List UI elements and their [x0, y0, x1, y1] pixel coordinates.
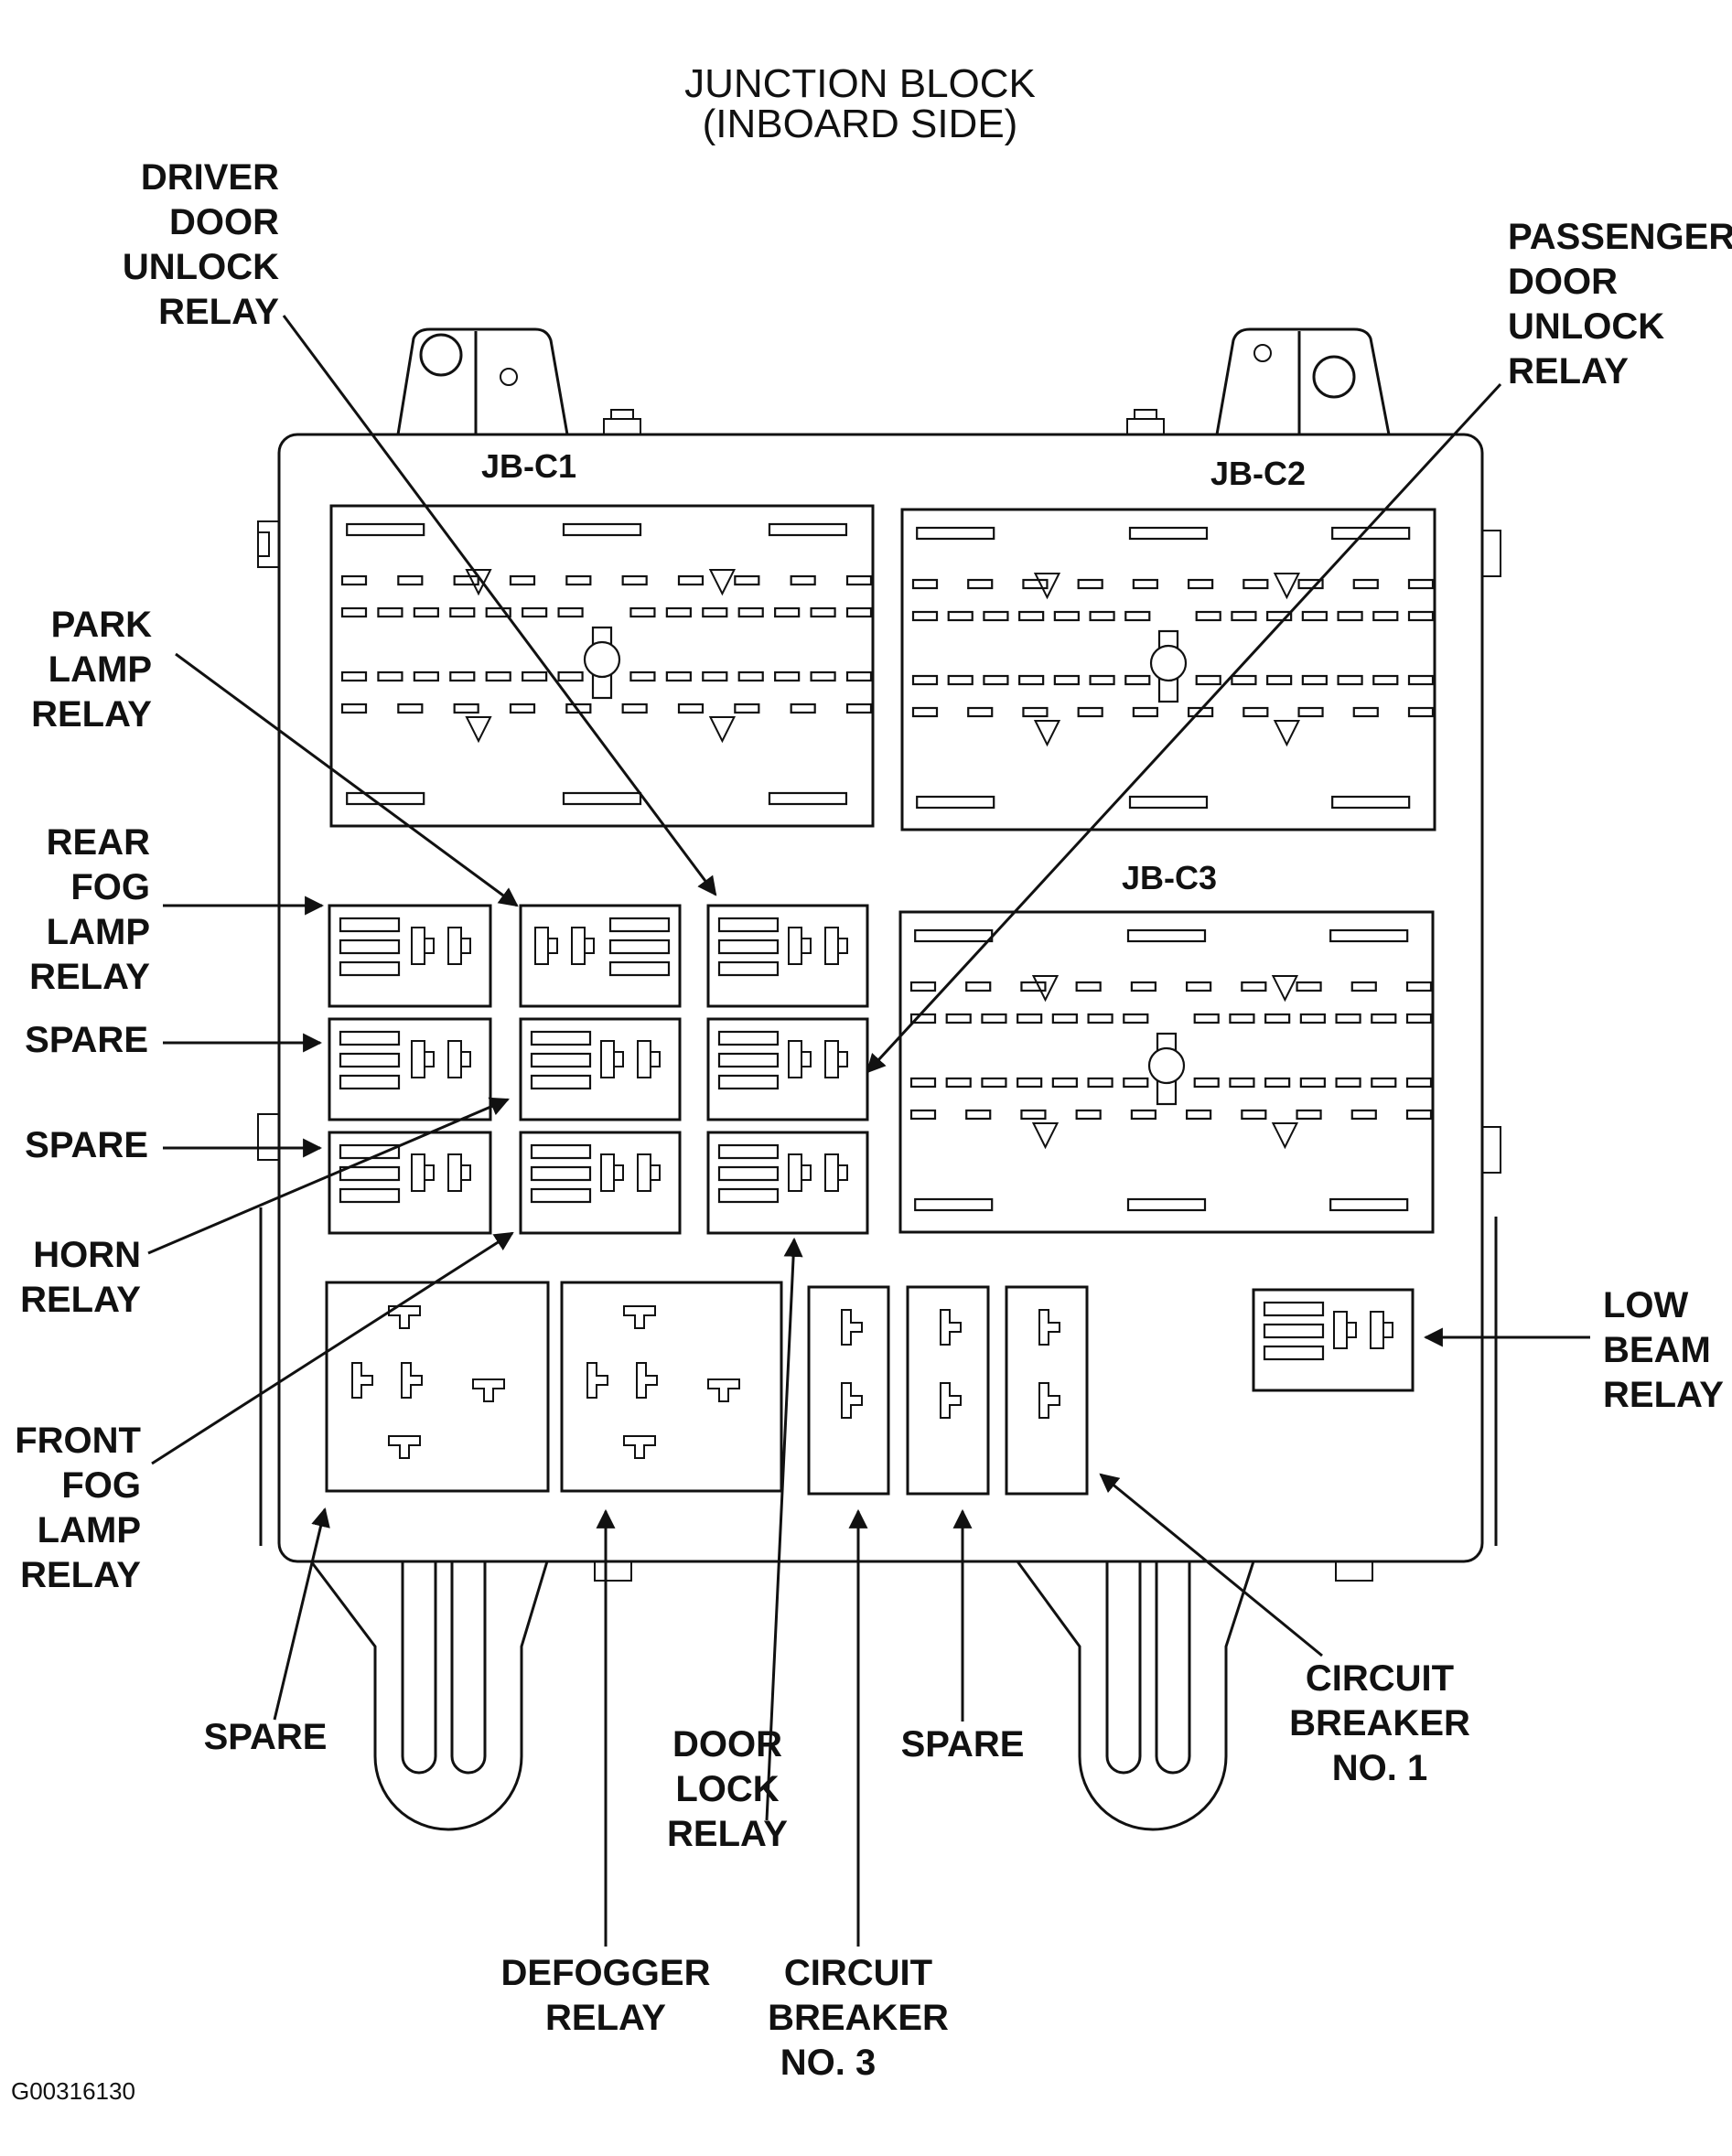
svg-text:RELAY: RELAY — [20, 1280, 141, 1320]
arrow-circuit-breaker-1 — [1099, 1473, 1323, 1657]
arrow-spare-bottom-left — [273, 1507, 330, 1721]
svg-text:CIRCUIT: CIRCUIT — [1306, 1658, 1454, 1699]
svg-text:BREAKER: BREAKER — [1289, 1703, 1470, 1743]
svg-text:LAMP: LAMP — [38, 1510, 141, 1550]
svg-text:FOG: FOG — [70, 867, 150, 907]
relay-rear-fog-lamp — [328, 904, 492, 1008]
spare-breaker-socket — [906, 1285, 990, 1496]
svg-text:CIRCUIT: CIRCUIT — [784, 1953, 932, 1993]
relay-front-fog-lamp — [519, 1131, 682, 1235]
svg-text:NO. 3: NO. 3 — [780, 2043, 876, 2083]
svg-text:REAR: REAR — [47, 822, 150, 863]
callout-rear-fog-lamp-relay: REAR FOG LAMP RELAY — [29, 822, 150, 997]
svg-text:RELAY: RELAY — [31, 694, 152, 735]
figure-id: G00316130 — [11, 2077, 135, 2105]
svg-text:RELAY: RELAY — [1603, 1375, 1724, 1415]
relay-sockets — [328, 904, 1415, 1392]
callout-front-fog-lamp-relay: FRONT FOG LAMP RELAY — [15, 1421, 141, 1595]
large-relay-terminals — [351, 1305, 740, 1459]
callout-circuit-breaker-3: CIRCUIT BREAKER NO. 3 — [768, 1953, 949, 2083]
svg-text:RELAY: RELAY — [29, 957, 150, 997]
svg-text:DOOR: DOOR — [1508, 262, 1618, 302]
bottom-mounting-legs — [309, 1561, 1373, 1831]
callout-spare-lower: SPARE — [25, 1125, 148, 1165]
svg-text:UNLOCK: UNLOCK — [1508, 306, 1664, 347]
callout-spare-bottom-left: SPARE — [204, 1717, 328, 1757]
connector-jb-c1 — [329, 504, 875, 828]
svg-text:PASSENGER: PASSENGER — [1508, 217, 1732, 257]
connector-label-jb-c1: JB-C1 — [481, 447, 576, 485]
diagram-title-line-2: (INBOARD SIDE) — [703, 102, 1018, 146]
callout-driver-door-unlock-relay: DRIVER DOOR UNLOCK RELAY — [123, 157, 279, 332]
relay-spare-upper — [328, 1017, 492, 1121]
connector-jb-c2 — [900, 508, 1436, 831]
svg-text:DOOR: DOOR — [672, 1724, 782, 1764]
svg-text:FOG: FOG — [61, 1465, 141, 1506]
callout-defogger-relay: DEFOGGER RELAY — [501, 1953, 711, 2038]
relay-door-lock — [706, 1131, 869, 1235]
side-clips — [257, 520, 1501, 1546]
relay-spare-lower — [328, 1131, 492, 1235]
relay-park-lamp — [519, 904, 682, 1008]
connector-label-jb-c2: JB-C2 — [1210, 455, 1306, 492]
relay-passenger-door-unlock — [706, 1017, 869, 1121]
callout-spare-upper: SPARE — [25, 1020, 148, 1060]
svg-text:RELAY: RELAY — [667, 1814, 788, 1854]
diagram-title-line-1: JUNCTION BLOCK — [684, 61, 1036, 106]
svg-text:FRONT: FRONT — [15, 1421, 141, 1461]
svg-text:LAMP: LAMP — [48, 649, 152, 690]
large-relay-spare — [325, 1281, 550, 1493]
large-relay-defogger — [560, 1281, 783, 1493]
relay-driver-door-unlock — [706, 904, 869, 1008]
callout-door-lock-relay: DOOR LOCK RELAY — [667, 1724, 788, 1854]
callout-circuit-breaker-1: CIRCUIT BREAKER NO. 1 — [1289, 1658, 1470, 1788]
callout-passenger-door-unlock-relay: PASSENGER DOOR UNLOCK RELAY — [1508, 217, 1732, 392]
svg-text:LAMP: LAMP — [47, 912, 150, 952]
callout-horn-relay: HORN RELAY — [20, 1235, 141, 1320]
callout-low-beam-relay: LOW BEAM RELAY — [1603, 1285, 1724, 1415]
svg-text:NO. 1: NO. 1 — [1332, 1748, 1427, 1788]
svg-text:DOOR: DOOR — [169, 202, 279, 242]
arrow-driver-door-unlock — [282, 315, 717, 896]
circuit-breaker-1-socket — [1005, 1285, 1089, 1496]
top-mounting-tabs — [396, 327, 1391, 437]
svg-text:PARK: PARK — [51, 605, 152, 645]
relay-horn — [519, 1017, 682, 1121]
svg-text:RELAY: RELAY — [158, 292, 279, 332]
svg-text:RELAY: RELAY — [1508, 351, 1629, 392]
svg-text:BREAKER: BREAKER — [768, 1998, 949, 2038]
svg-text:RELAY: RELAY — [20, 1555, 141, 1595]
svg-text:UNLOCK: UNLOCK — [123, 247, 279, 287]
callout-park-lamp-relay: PARK LAMP RELAY — [31, 605, 152, 735]
connector-label-jb-c3: JB-C3 — [1122, 859, 1217, 896]
svg-text:RELAY: RELAY — [545, 1998, 666, 2038]
arrow-front-fog-lamp — [151, 1231, 514, 1465]
circuit-breaker-3-socket — [807, 1285, 890, 1496]
arrow-door-lock — [765, 1237, 803, 1821]
leader-arrows — [147, 315, 1590, 1947]
svg-text:HORN: HORN — [33, 1235, 141, 1275]
arrow-passenger-door-unlock — [866, 382, 1502, 1074]
arrow-park-lamp — [175, 652, 519, 907]
breaker-terminals — [841, 1309, 1060, 1419]
svg-text:DRIVER: DRIVER — [141, 157, 279, 198]
svg-text:DEFOGGER: DEFOGGER — [501, 1953, 711, 1993]
callout-spare-bottom-mid: SPARE — [901, 1724, 1025, 1764]
svg-text:LOCK: LOCK — [675, 1769, 779, 1809]
svg-text:LOW: LOW — [1603, 1285, 1689, 1325]
connector-jb-c3 — [898, 910, 1435, 1234]
svg-text:BEAM: BEAM — [1603, 1330, 1711, 1370]
relay-low-beam — [1252, 1288, 1415, 1392]
arrow-horn — [147, 1097, 510, 1255]
